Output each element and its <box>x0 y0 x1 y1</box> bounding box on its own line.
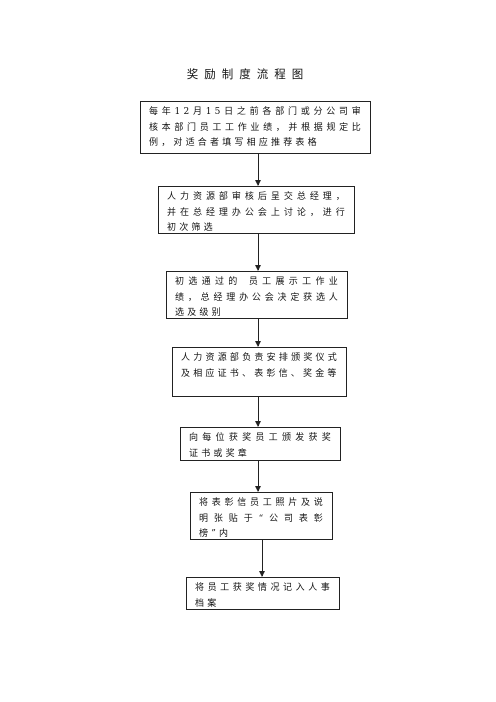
arrow-4-to-5 <box>255 397 261 427</box>
step-7-box: 将员工获奖情况记入人事档案 <box>186 577 340 610</box>
step-2-box: 人力资源部审核后呈交总经理，并在总经理办公会上讨论，进行初次筛选 <box>158 186 355 234</box>
arrow-6-to-7 <box>259 540 265 577</box>
step-1-box: 每年12月15日之前各部门或分公司审核本部门员工工作业绩，并根据规定比例，对适合… <box>140 101 371 154</box>
step-6-box: 将表彰信员工照片及说明张贴于“公司表彰榜”内 <box>190 492 333 540</box>
step-5-box: 向每位获奖员工颁发获奖证书或奖章 <box>180 427 341 461</box>
arrow-2-to-3 <box>255 234 261 271</box>
arrow-3-to-4 <box>255 319 261 347</box>
flowchart-title: 奖励制度流程图 <box>186 67 310 81</box>
step-4-box: 人力资源部负责安排颁奖仪式及相应证书、表彰信、奖金等 <box>172 347 347 397</box>
step-3-box: 初选通过的 员工展示工作业绩，总经理办公会决定获选人选及级别 <box>166 271 348 319</box>
arrow-5-to-6 <box>255 461 261 492</box>
arrow-1-to-2 <box>255 154 261 186</box>
